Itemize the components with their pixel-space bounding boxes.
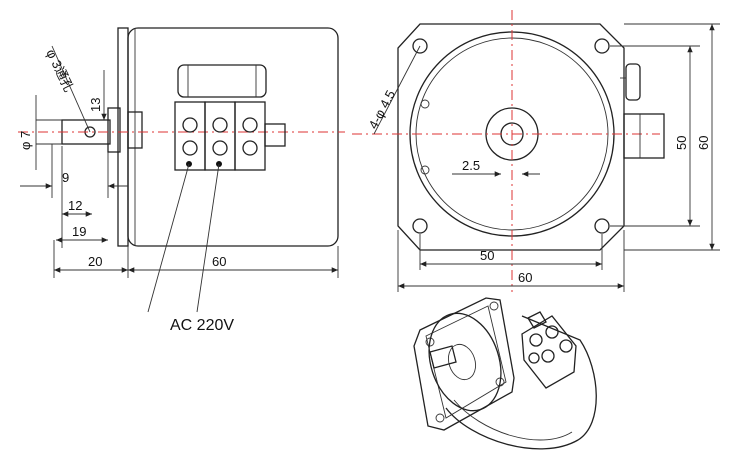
- dim-12: 12: [68, 198, 82, 213]
- dim-height-v: 60: [696, 136, 711, 150]
- motor-body-side: [127, 27, 339, 247]
- dim-9: 9: [62, 170, 69, 185]
- mounting-holes: [412, 38, 610, 234]
- dim-20: 20: [88, 254, 102, 269]
- wire-grommet: [177, 64, 267, 98]
- terminal-right: [623, 113, 665, 159]
- flange-plate: [397, 23, 625, 251]
- ac-voltage-label: AC 220V: [170, 317, 234, 334]
- dim-pitch-v: 50: [674, 136, 689, 150]
- dim-shaft-dia: φ 7: [18, 131, 33, 150]
- dim-13: 13: [88, 98, 103, 112]
- isometric-sketch: [413, 297, 597, 450]
- dim-holes: 4-φ 4.5: [365, 88, 398, 132]
- side-view: AC 220V φ 7 φ 3通孔 13 9 12 19 20 60: [18, 27, 345, 334]
- terminal-block: [174, 101, 286, 171]
- dim-offset: 2.5: [462, 158, 480, 173]
- front-view: 4-φ 4.5 2.5 50 60 50 60: [352, 10, 720, 292]
- dim-key-hole: φ 3通孔: [43, 47, 76, 94]
- flange-iso: [413, 297, 515, 431]
- dim-19: 19: [72, 224, 86, 239]
- dim-60-side: 60: [212, 254, 226, 269]
- dim-pitch-h: 50: [480, 248, 494, 263]
- dim-width-h: 60: [518, 270, 532, 285]
- terminal-block-iso: [521, 311, 577, 389]
